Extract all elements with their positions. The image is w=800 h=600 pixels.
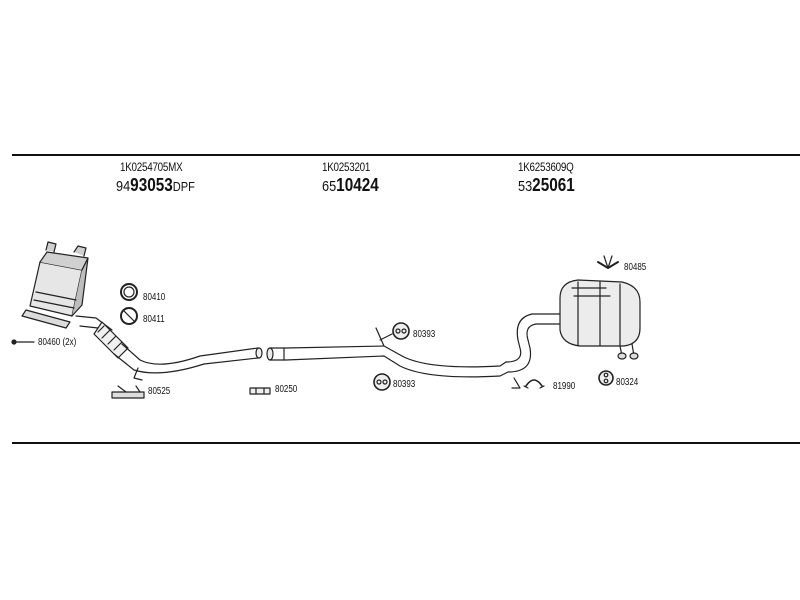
middle-pipe: [266, 327, 532, 389]
label-80250: 80250: [275, 384, 298, 395]
label-80393-lower: 80393: [393, 379, 416, 390]
label-80411: 80411: [143, 314, 165, 325]
label-80393-upper: 80393: [413, 329, 436, 340]
top-divider: [12, 154, 800, 156]
front-pipe: [75, 315, 263, 381]
part-number-middle: 6510424: [322, 175, 379, 195]
rubber-mount-icon-80393-upper: [392, 322, 410, 340]
label-81990: 81990: [553, 381, 576, 392]
clamp-icon-80250: [249, 387, 271, 395]
dpf-catalytic-converter: [21, 241, 89, 329]
oe-number-front: 1K0254705MX: [120, 160, 183, 174]
bracket-icon-80485: [597, 255, 619, 269]
o-ring-icon-80410: [120, 283, 138, 301]
clamp-icon-80525: [111, 385, 145, 399]
label-80460: 80460 (2x): [38, 337, 77, 348]
rear-silencer: [516, 279, 641, 360]
label-80525: 80525: [148, 386, 171, 397]
label-80324: 80324: [616, 377, 639, 388]
bolt-icon-80460: [11, 339, 35, 345]
part-number-rear: 5325061: [518, 175, 575, 195]
rubber-mount-icon-80324: [598, 370, 614, 386]
oe-number-rear: 1K6253609Q: [518, 160, 574, 174]
hanger-icon-81990: [523, 379, 545, 389]
oe-number-middle: 1K0253201: [322, 160, 371, 174]
label-80485: 80485: [624, 262, 647, 273]
part-number-front: 9493053DPF: [116, 175, 195, 195]
label-80410: 80410: [143, 292, 166, 303]
rubber-mount-icon-80393-lower: [373, 373, 391, 391]
bottom-divider: [12, 442, 800, 444]
gasket-icon-80411: [120, 307, 138, 325]
